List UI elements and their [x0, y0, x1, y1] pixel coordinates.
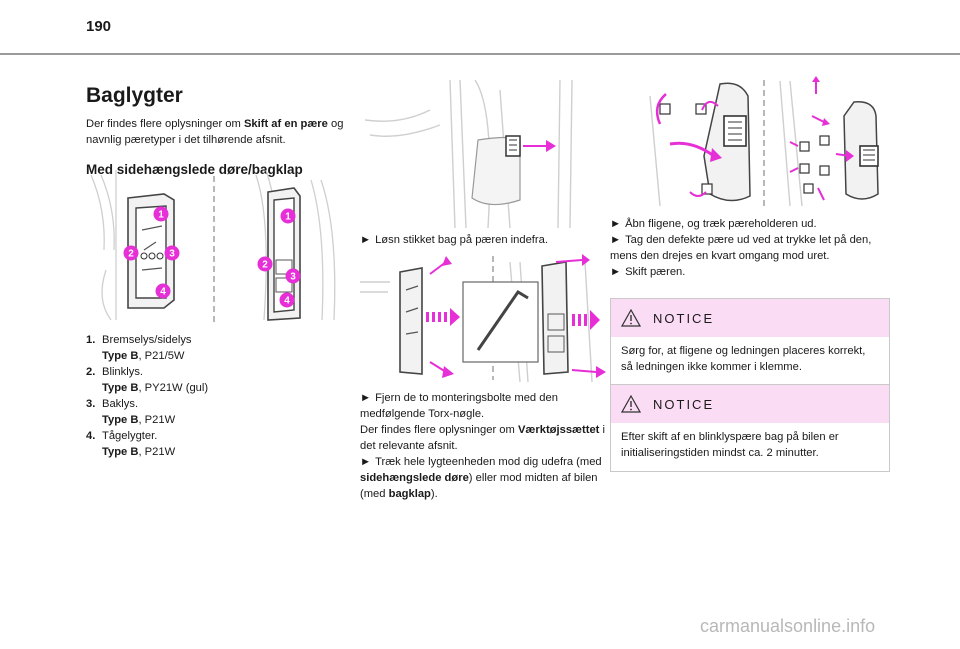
- bullet-arrow-icon: ►: [610, 234, 622, 246]
- toolkit-link[interactable]: Værktøjssættet: [517, 424, 600, 436]
- step-remove-bolts: Fjern de to monteringsbolte med den medf…: [360, 392, 558, 420]
- bulb-holder-illustration: [649, 76, 879, 207]
- step-disconnect: Løsn stikket bag på pæren indefra.: [375, 234, 548, 246]
- connector-illustration: [364, 80, 573, 228]
- warning-icon: [621, 395, 641, 413]
- page-number: 190: [86, 18, 112, 35]
- legend-name: Bremselys/sidelys: [102, 334, 192, 346]
- legend-item: 2. Blinklys. Type B, PY21W (gul): [86, 364, 344, 396]
- notice-box: NOTICE Sørg for, at fligene og ledningen…: [610, 298, 890, 386]
- marker-1: 1: [158, 210, 164, 221]
- marker-4: 4: [284, 296, 290, 307]
- notice-title: NOTICE: [653, 396, 715, 412]
- intro-paragraph: Der findes flere oplysninger om Skift af…: [86, 116, 344, 148]
- bullet-arrow-icon: ►: [610, 266, 622, 278]
- legend-number: 1.: [86, 334, 96, 346]
- step-remove-bulb: Tag den defekte pære ud ved at trykke le…: [610, 234, 872, 262]
- marker-2: 2: [262, 260, 268, 271]
- bullet-arrow-icon: ►: [360, 456, 372, 468]
- legend-name: Blinklys.: [102, 366, 144, 378]
- warning-icon: [621, 309, 641, 327]
- marker-1: 1: [285, 212, 291, 223]
- legend-body: Baklys. Type B, P21W: [102, 396, 175, 428]
- intro-link[interactable]: Skift af en pære: [243, 118, 328, 130]
- removal-illustration: [360, 254, 606, 383]
- marker-3: 3: [290, 272, 296, 283]
- legend-number: 3.: [86, 398, 96, 410]
- legend-number: 4.: [86, 430, 96, 442]
- marker-2: 2: [128, 249, 134, 260]
- legend-type: Type B: [102, 446, 139, 458]
- column-left: Baglygter Der findes flere oplysninger o…: [86, 84, 344, 177]
- legend-bulb: , P21/5W: [138, 350, 185, 362]
- marker-4: 4: [160, 287, 166, 298]
- lamp-positions-illustration: 1 2 3 4 1 2 3 4: [90, 170, 336, 322]
- watermark: carmanualsonline.info: [700, 616, 876, 636]
- notice-text: Sørg for, at fligene og ledningen placer…: [621, 345, 866, 373]
- section-subtitle: Med sidehængslede døre/bagklap: [86, 162, 303, 177]
- bullet-arrow-icon: ►: [360, 392, 372, 404]
- legend-bulb: , P21W: [138, 414, 176, 426]
- bullet-arrow-icon: ►: [360, 234, 372, 246]
- tailgate-term: bagklap: [388, 488, 431, 500]
- connector-instruction: ►Løsn stikket bag på pæren indefra.: [360, 232, 610, 248]
- toolkit-pre: Der findes flere oplysninger om: [360, 424, 518, 436]
- legend-body: Tågelygter. Type B, P21W: [102, 428, 175, 460]
- legend-name: Tågelygter.: [102, 430, 158, 442]
- legend-bulb: , P21W: [138, 446, 176, 458]
- figure-removal: [360, 252, 610, 384]
- notice-box: NOTICE Efter skift af en blinklyspære ba…: [610, 384, 890, 472]
- bulb-instructions: ►Åbn fligene, og træk pæreholderen ud. ►…: [610, 216, 888, 280]
- notice-header: NOTICE: [611, 299, 889, 337]
- figure-bulb-holder: [640, 76, 890, 210]
- removal-instructions: ►Fjern de to monteringsbolte med den med…: [360, 390, 616, 502]
- step-open-tabs: Åbn fligene, og træk pæreholderen ud.: [625, 218, 817, 230]
- header-divider: [0, 53, 960, 55]
- legend-name: Baklys.: [102, 398, 139, 410]
- side-doors-term: sidehængslede døre: [360, 472, 469, 484]
- legend-type: Type B: [102, 414, 139, 426]
- legend-type: Type B: [102, 382, 139, 394]
- notice-title: NOTICE: [653, 310, 715, 326]
- figure-connector: [360, 80, 600, 228]
- legend-number: 2.: [86, 366, 96, 378]
- legend-item: 3. Baklys. Type B, P21W: [86, 396, 344, 428]
- intro-post: og navnlig pæretyper i det tilhørende af…: [86, 118, 344, 146]
- figure-lamp-positions: 1 2 3 4 1 2 3 4: [86, 170, 344, 328]
- bullet-arrow-icon: ►: [610, 218, 622, 230]
- notice-text: Efter skift af en blinklyspære bag på bi…: [621, 431, 839, 459]
- step-pull-mid: ) eller mod midten af bilen (med: [360, 472, 598, 500]
- legend-type: Type B: [102, 350, 139, 362]
- legend-bulb: , PY21W (gul): [138, 382, 209, 394]
- legend-item: 4. Tågelygter. Type B, P21W: [86, 428, 344, 460]
- step-replace-bulb: Skift pæren.: [625, 266, 686, 278]
- step-pull-pre: Træk hele lygteenheden mod dig udefra (m…: [375, 456, 602, 468]
- toolkit-post: i det relevante afsnit.: [360, 424, 605, 452]
- intro-pre: Der findes flere oplysninger om: [86, 118, 244, 130]
- marker-3: 3: [169, 249, 175, 260]
- notice-header: NOTICE: [611, 385, 889, 423]
- step-pull-post: ).: [430, 488, 438, 500]
- legend-body: Blinklys. Type B, PY21W (gul): [102, 364, 208, 396]
- section-title: Baglygter: [86, 84, 183, 107]
